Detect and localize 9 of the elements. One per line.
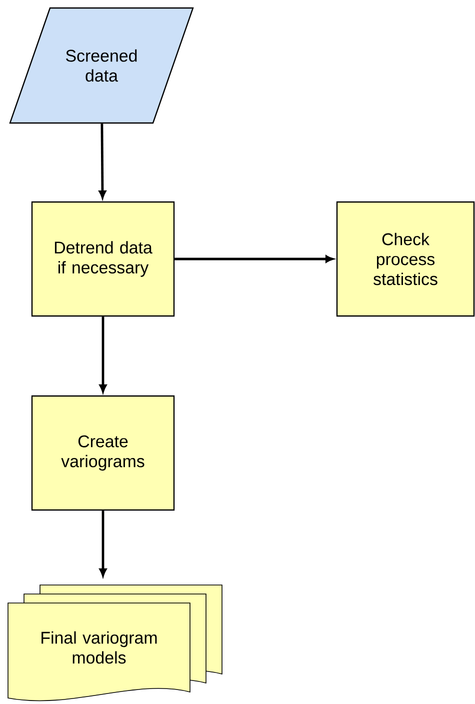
process-box: Detrend data if necessary [31,201,175,317]
arrow [98,124,106,198]
process-box: Check process statistics [336,201,475,317]
process-box: Create variograms [31,395,175,511]
arrow [99,316,107,392]
arrow [99,510,107,576]
document-stack: Final variogram models [8,584,222,702]
data-parallelogram: Screened data [9,7,194,124]
arrow [174,255,334,263]
